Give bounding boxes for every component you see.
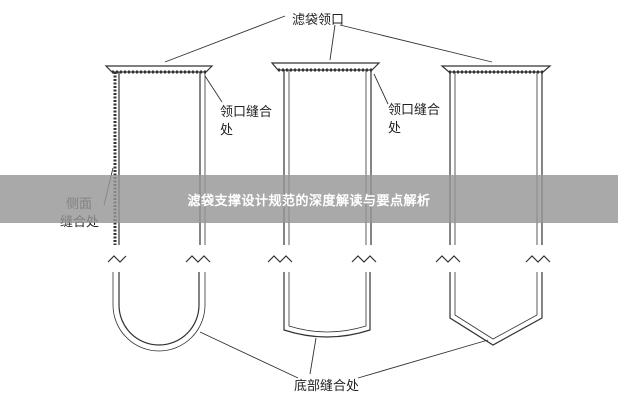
label-top: 滤袋领口 bbox=[292, 13, 344, 28]
leader-lines bbox=[103, 15, 493, 379]
banner-title: 滤袋支撑设计规范的深度解读与要点解析 bbox=[187, 193, 431, 209]
label-collar-seam-1-line2: 处 bbox=[220, 123, 233, 138]
title-banner: 滤袋支撑设计规范的深度解读与要点解析 bbox=[0, 175, 618, 223]
label-bottom: 底部缝合处 bbox=[294, 378, 359, 394]
label-collar-seam-2-line2: 处 bbox=[388, 121, 401, 136]
label-collar-seam-2-line1: 领口缝合 bbox=[388, 103, 440, 118]
label-collar-seam-1-line1: 领口缝合 bbox=[220, 105, 272, 120]
